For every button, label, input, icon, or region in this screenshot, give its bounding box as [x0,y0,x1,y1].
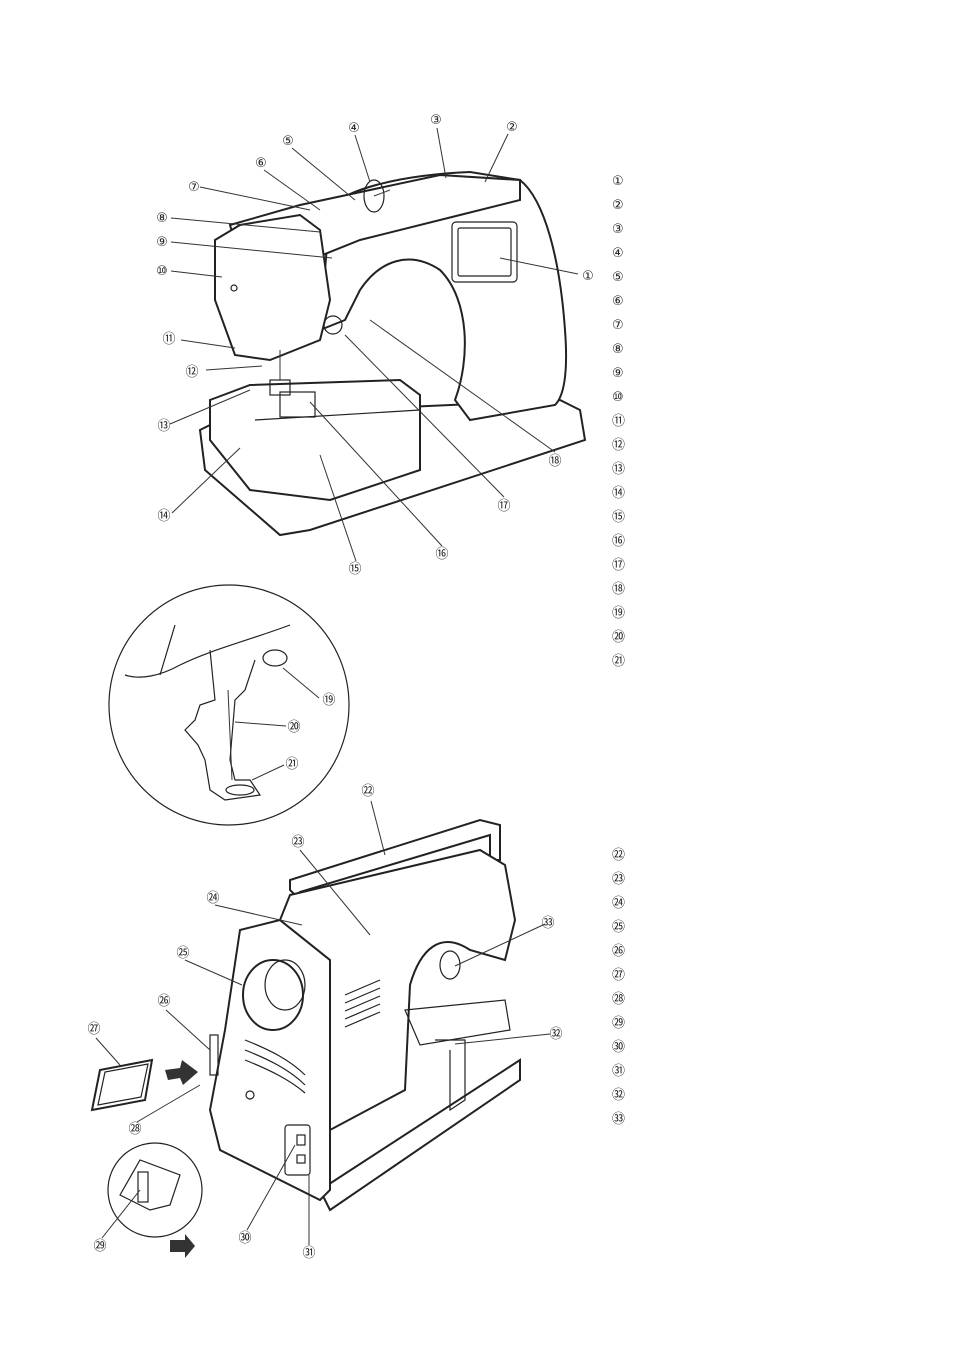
legend-item: ② [612,198,624,213]
legend-top: ① ② ③ ④ ⑤ ⑥ ⑦ ⑧ ⑨ ⑩ ⑪ ⑫ ⑬ ⑭ ⑮ ⑯ ⑰ ⑱ ⑲ ⑳ … [612,170,625,674]
leader-lines [95,127,579,1245]
legend-item: ⑳ [612,630,626,645]
legend-item: ㉝ [612,1112,626,1127]
legend-item: ⑪ [612,414,626,429]
callout-33: ㉝ [541,916,554,931]
legend-item: ㉚ [612,1040,626,1055]
callout-28: ㉘ [128,1122,141,1137]
legend-item: ⑩ [612,390,624,405]
legend-item: ㉔ [612,896,626,911]
legend-item: ㉜ [612,1088,626,1103]
machine-rear-illustration [90,818,521,1258]
callout-20: ⑳ [287,720,300,735]
callout-24: ㉔ [206,891,219,906]
callout-5: ⑤ [282,134,294,149]
legend-item: ⑬ [612,462,626,477]
callout-8: ⑧ [156,211,168,226]
legend-item: ㉑ [612,654,626,669]
callout-15: ⑮ [348,562,361,577]
legend-item: ⑰ [612,558,626,573]
callout-31: ㉛ [302,1246,315,1261]
callout-26: ㉖ [157,994,170,1009]
callout-27: ㉗ [87,1022,100,1037]
callout-11: ⑪ [162,332,175,347]
legend-item: ㉓ [612,872,626,887]
legend-item: ㉘ [612,992,626,1007]
callout-17: ⑰ [497,499,510,514]
callout-6: ⑥ [255,156,267,171]
legend-item: ⑲ [612,606,626,621]
machine-front-illustration [198,170,587,537]
callout-7: ⑦ [188,180,200,195]
callout-25: ㉕ [176,946,189,961]
legend-item: ⑮ [612,510,626,525]
legend-item: ㉖ [612,944,626,959]
callout-12: ⑫ [185,365,198,380]
callout-13: ⑬ [157,419,170,434]
callout-18: ⑱ [548,454,561,469]
callout-2: ② [506,120,518,135]
callout-19: ⑲ [322,693,335,708]
legend-item: ⑥ [612,294,624,309]
callout-1: ① [582,269,594,284]
legend-bottom: ㉒ ㉓ ㉔ ㉕ ㉖ ㉗ ㉘ ㉙ ㉚ ㉛ ㉜ ㉝ [612,844,625,1132]
callout-22: ㉒ [361,784,374,799]
legend-item: ⑫ [612,438,626,453]
callout-32: ㉜ [549,1027,562,1042]
legend-item: ㉛ [612,1064,626,1079]
callout-4: ④ [348,121,360,136]
legend-item: ㉕ [612,920,626,935]
legend-item: ⑯ [612,534,626,549]
callout-16: ⑯ [435,547,448,562]
callout-labels: ① ② ③ ④ ⑤ ⑥ ⑦ ⑧ ⑨ ⑩ ⑪ ⑫ ⑬ ⑭ ⑮ ⑯ ⑰ ⑱ ⑲ ⑳ … [87,113,593,1261]
callout-30: ㉚ [238,1231,251,1246]
legend-item: ⑦ [612,318,624,333]
callout-14: ⑭ [157,509,170,524]
legend-item: ㉗ [612,968,626,983]
legend-item: ㉒ [612,848,626,863]
legend-item: ⑧ [612,342,624,357]
legend-item: ⑤ [612,270,624,285]
needle-detail-illustration [108,584,350,826]
callout-23: ㉓ [291,835,304,850]
legend-item: ③ [612,222,624,237]
legend-item: ㉙ [612,1016,626,1031]
callout-3: ③ [430,113,442,128]
callout-10: ⑩ [156,264,168,279]
legend-item: ④ [612,246,624,261]
callout-21: ㉑ [285,757,298,772]
callout-9: ⑨ [156,235,168,250]
legend-item: ① [612,174,624,189]
legend-item: ⑨ [612,366,624,381]
legend-item: ⑭ [612,486,626,501]
callout-29: ㉙ [93,1239,106,1254]
legend-item: ⑱ [612,582,626,597]
